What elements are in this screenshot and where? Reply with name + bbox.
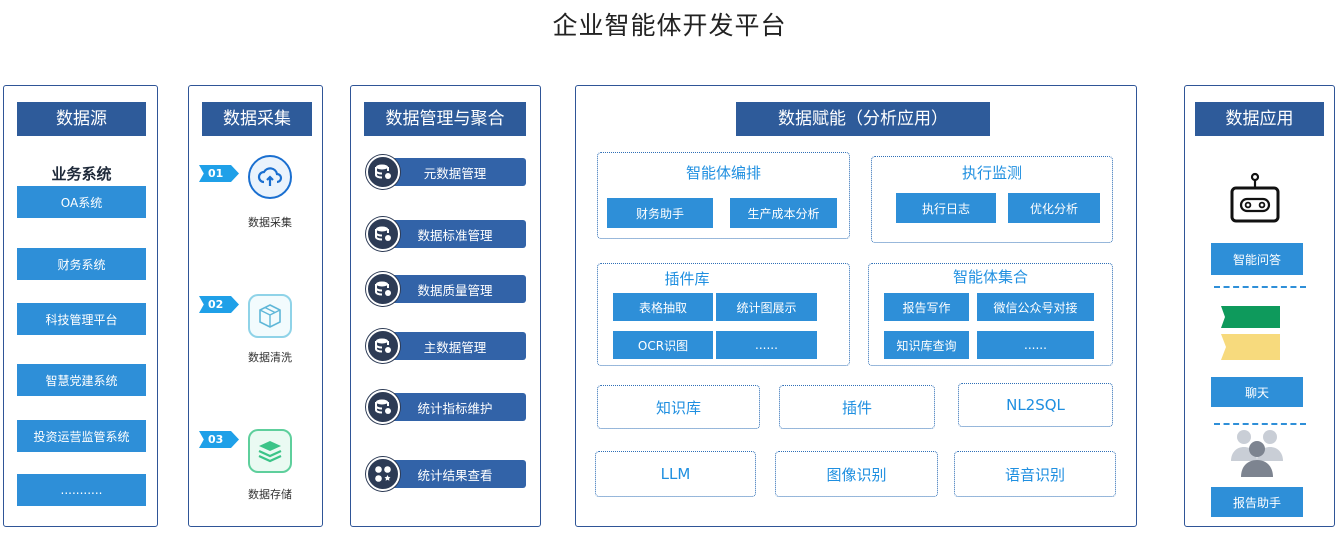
source-item[interactable]: 智慧党建系统	[17, 364, 146, 396]
orchestration-button[interactable]: 生产成本分析	[730, 198, 837, 228]
database-icon	[366, 329, 400, 363]
plugin-box[interactable]: 插件	[779, 385, 935, 429]
data-apps-header: 数据应用	[1195, 102, 1324, 136]
step-tag: 01	[199, 165, 239, 182]
robot-icon	[1226, 172, 1284, 224]
plugin-button[interactable]: 表格抽取	[613, 293, 713, 321]
data-manage-header: 数据管理与聚合	[364, 102, 526, 136]
manage-item[interactable]: 主数据管理	[384, 332, 526, 360]
manage-item[interactable]: 数据标准管理	[384, 220, 526, 248]
orchestration-button[interactable]: 财务助手	[607, 198, 713, 228]
plugin-button[interactable]: 统计图展示	[716, 293, 817, 321]
orchestration-title: 智能体编排	[685, 164, 761, 182]
data-enable-header: 数据赋能（分析应用）	[736, 102, 990, 136]
cube-icon	[248, 294, 292, 338]
source-item[interactable]: OA系统	[17, 186, 146, 218]
manage-item[interactable]: 统计指标维护	[384, 393, 526, 421]
agents-box	[868, 263, 1113, 366]
step-tag: 02	[199, 296, 239, 313]
nl2sql-box[interactable]: NL2SQL	[958, 383, 1113, 427]
chat-bubble-icon	[1218, 303, 1282, 360]
step-label: 数据存储	[248, 488, 292, 501]
monitor-box	[871, 156, 1113, 243]
llm-box[interactable]: LLM	[595, 451, 756, 497]
agent-button[interactable]: 微信公众号对接	[977, 293, 1094, 321]
plugins-title: 插件库	[664, 270, 710, 288]
database-icon	[366, 390, 400, 424]
manage-item[interactable]: 数据质量管理	[384, 275, 526, 303]
cloud-upload-icon	[248, 155, 292, 199]
source-item[interactable]: 科技管理平台	[17, 303, 146, 335]
source-item[interactable]: ...........	[17, 474, 146, 506]
plugin-button[interactable]: OCR识图	[613, 331, 713, 359]
database-icon	[366, 217, 400, 251]
orchestration-box	[597, 152, 850, 239]
agent-button[interactable]: 报告写作	[884, 293, 969, 321]
monitor-button[interactable]: 执行日志	[896, 193, 996, 223]
plugins-box	[597, 263, 850, 366]
agents-title: 智能体集合	[952, 268, 1028, 286]
monitor-button[interactable]: 优化分析	[1008, 193, 1100, 223]
divider	[1214, 423, 1306, 425]
monitor-title: 执行监测	[961, 164, 1022, 182]
app-item-chat[interactable]: 聊天	[1211, 377, 1303, 407]
apps-grid-icon	[366, 457, 400, 491]
knowledge-base-box[interactable]: 知识库	[597, 385, 760, 429]
users-group-icon	[1227, 427, 1287, 477]
step-label: 数据清洗	[248, 351, 292, 364]
app-item-report[interactable]: 报告助手	[1211, 487, 1303, 517]
database-icon	[366, 155, 400, 189]
step-label: 数据采集	[248, 216, 292, 229]
manage-item[interactable]: 统计结果查看	[384, 460, 526, 488]
data-source-header: 数据源	[17, 102, 146, 136]
page-title: 企业智能体开发平台	[552, 11, 787, 40]
step-tag: 03	[199, 431, 239, 448]
layers-icon	[248, 429, 292, 473]
plugin-button[interactable]: ......	[716, 331, 817, 359]
agent-button[interactable]: ......	[977, 331, 1094, 359]
image-recognition-box[interactable]: 图像识别	[775, 451, 938, 497]
source-item[interactable]: 财务系统	[17, 248, 146, 280]
manage-item[interactable]: 元数据管理	[384, 158, 526, 186]
app-item-qa[interactable]: 智能问答	[1211, 243, 1303, 275]
divider	[1214, 286, 1306, 288]
agent-button[interactable]: 知识库查询	[884, 331, 969, 359]
speech-recognition-box[interactable]: 语音识别	[954, 451, 1116, 497]
database-icon	[366, 272, 400, 306]
business-system-subheader: 业务系统	[51, 165, 112, 183]
data-collect-header: 数据采集	[202, 102, 312, 136]
source-item[interactable]: 投资运营监管系统	[17, 420, 146, 452]
